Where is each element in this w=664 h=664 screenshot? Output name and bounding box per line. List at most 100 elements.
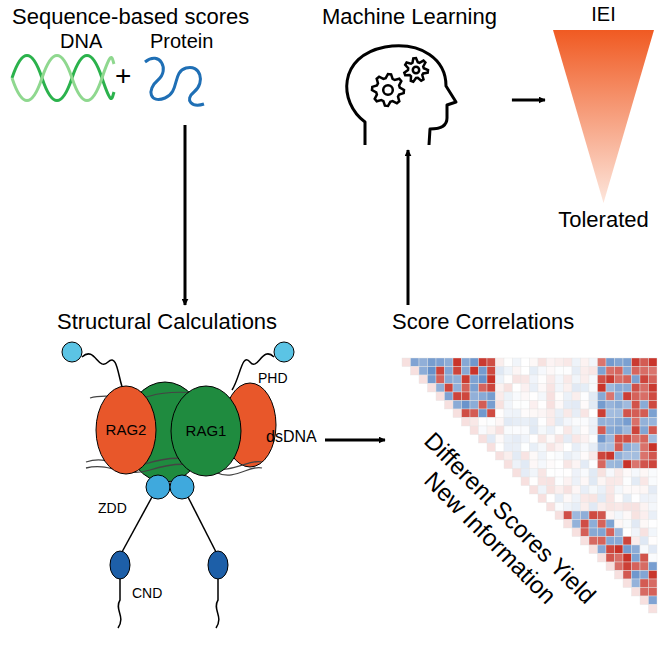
part-label: DNA (60, 30, 102, 53)
heatmap-cell (538, 469, 547, 478)
heatmap-cell (581, 392, 590, 401)
heatmap-cell (555, 435, 564, 444)
scale-bottom-label: Tolerated (558, 205, 649, 235)
heatmap-cell (530, 469, 539, 478)
heatmap-cell (640, 477, 649, 486)
heatmap-cell (530, 384, 539, 393)
heatmap-cell (640, 494, 649, 503)
heatmap-cell (572, 367, 581, 376)
heatmap-cell (445, 367, 454, 376)
heatmap-cell (649, 460, 658, 469)
heatmap-cell (589, 435, 598, 444)
ellipse-outline (171, 386, 241, 476)
heatmap-cell (564, 503, 573, 512)
heatmap-cell (606, 511, 615, 520)
heatmap-cell (606, 435, 615, 444)
heatmap-cell (615, 426, 624, 435)
heatmap-cell (623, 503, 632, 512)
heatmap-cell (615, 443, 624, 452)
heatmap-cell (530, 426, 539, 435)
heatmap-cell (436, 384, 445, 393)
heatmap-cell (445, 358, 454, 367)
heatmap-cell (572, 477, 581, 486)
heatmap-cell (547, 469, 556, 478)
heatmap-cell (530, 435, 539, 444)
heatmap-cell (521, 401, 530, 410)
heatmap-cell (572, 392, 581, 401)
heatmap-cell (547, 384, 556, 393)
heatmap-cell (487, 367, 496, 376)
heatmap-cell (547, 494, 556, 503)
heatmap-cell (632, 418, 641, 427)
heatmap-cell (632, 537, 641, 546)
heatmap-cell (564, 435, 573, 444)
heatmap-cell (640, 409, 649, 418)
heatmap-cell (632, 367, 641, 376)
heatmap-cell (581, 452, 590, 461)
heatmap-cell (496, 384, 505, 393)
heatmap-cell (640, 418, 649, 427)
heatmap-cell (606, 520, 615, 529)
heatmap-cell (640, 571, 649, 580)
heatmap-cell (555, 384, 564, 393)
heatmap-cell (649, 375, 658, 384)
heatmap-cell (589, 426, 598, 435)
heatmap-cell (530, 367, 539, 376)
heatmap-cell (419, 358, 428, 367)
heatmap-cell (623, 426, 632, 435)
heatmap-cell (598, 435, 607, 444)
heatmap-cell (598, 520, 607, 529)
heatmap-cell (530, 477, 539, 486)
heatmap-cell (572, 426, 581, 435)
part-label: dsDNA (266, 428, 317, 446)
heatmap-cell (615, 494, 624, 503)
heatmap-cell (564, 375, 573, 384)
heatmap-cell (547, 477, 556, 486)
heatmap-cell (521, 443, 530, 452)
heatmap-cell (640, 426, 649, 435)
panel: Structural CalculationsRAG2RAG1 (50, 305, 325, 660)
heatmap-cell (623, 477, 632, 486)
heatmap-cell (513, 401, 522, 410)
panel: Machine Learning (315, 0, 512, 150)
heatmap-cell (521, 367, 530, 376)
heatmap-cell (538, 401, 547, 410)
heatmap-cell (649, 545, 658, 554)
heatmap-cell (470, 409, 479, 418)
heatmap-cell (632, 392, 641, 401)
gear (404, 58, 428, 82)
heatmap-cell (547, 435, 556, 444)
heatmap-cell (598, 469, 607, 478)
heatmap-cell (496, 392, 505, 401)
heatmap-cell (589, 494, 598, 503)
flow-arrow (325, 439, 385, 442)
heatmap-cell (572, 375, 581, 384)
heatmap-cell (606, 392, 615, 401)
heatmap-cell (521, 409, 530, 418)
heatmap-cell (521, 469, 530, 478)
heatmap-cell (598, 392, 607, 401)
heatmap-cell (581, 528, 590, 537)
heatmap-cell (479, 375, 488, 384)
heatmap-cell (581, 367, 590, 376)
heatmap-cell (649, 358, 658, 367)
heatmap-cell (589, 469, 598, 478)
heatmap-cell (538, 358, 547, 367)
heatmap-cell (632, 494, 641, 503)
heatmap-cell (538, 384, 547, 393)
heatmap-cell (649, 367, 658, 376)
heatmap-cell (564, 486, 573, 495)
heatmap-cell (547, 426, 556, 435)
heatmap-cell (581, 375, 590, 384)
heatmap-cell (589, 392, 598, 401)
heatmap-cell (649, 409, 658, 418)
heatmap-cell (632, 452, 641, 461)
heatmap-cell (555, 494, 564, 503)
heatmap-cell (428, 384, 437, 393)
heatmap-cell (598, 358, 607, 367)
part-label: Protein (150, 30, 213, 53)
heatmap-cell (581, 443, 590, 452)
heatmap-cell (530, 452, 539, 461)
heatmap-cell (632, 384, 641, 393)
heatmap-cell (547, 486, 556, 495)
